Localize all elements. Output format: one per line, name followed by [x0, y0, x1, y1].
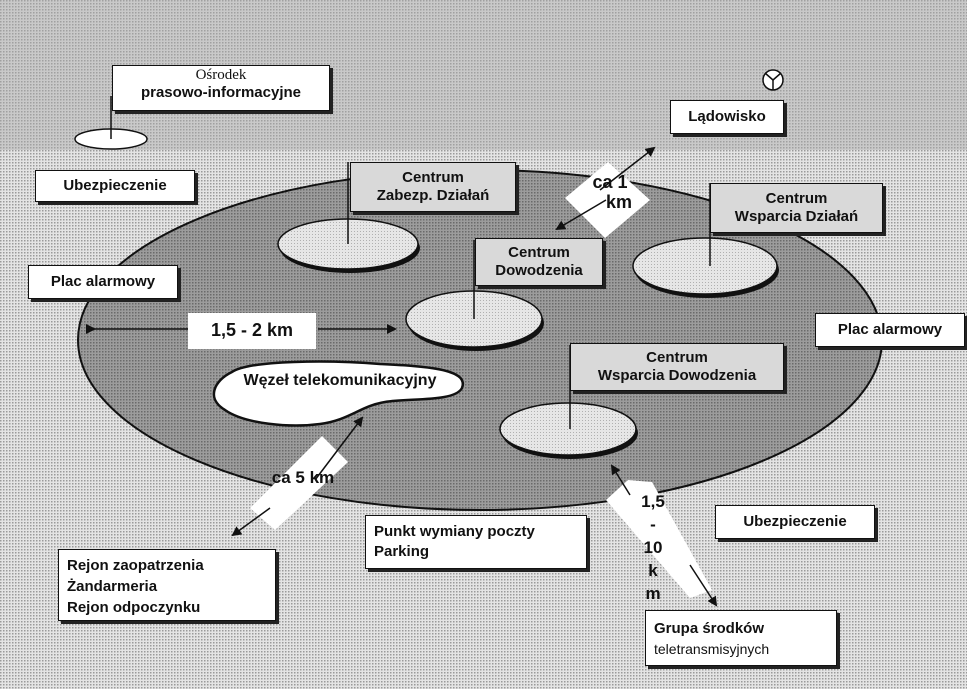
distance-1km-diamond — [565, 162, 650, 238]
security-top-label: Ubezpieczenie — [35, 170, 195, 202]
distance-10km-line: 10 — [643, 538, 663, 557]
support-ops-center-label: Centrum Zabezp. Działań — [350, 162, 516, 212]
distance-5km-label: ca 5 km — [271, 468, 335, 487]
telecom-arrow — [314, 416, 364, 481]
press-center-label: Ośrodek prasowo-informacyjne — [112, 65, 330, 111]
distance-1km-label: ca 1 km — [592, 172, 632, 212]
distance-10km-line: k — [648, 561, 658, 580]
command-support-center-label: Centrum Wsparcia Dowodzenia — [570, 343, 784, 391]
mail-parking-label: Punkt wymiany poczty Parking — [365, 515, 587, 569]
alarm-area-left-label: Plac alarmowy — [28, 265, 178, 299]
command-support-center-disc — [499, 345, 638, 459]
center-arrow — [610, 464, 631, 496]
alarm-area-right-label: Plac alarmowy — [815, 313, 965, 347]
ops-support-center-label: Centrum Wsparcia Działań — [710, 183, 883, 233]
command-center-disc — [405, 240, 544, 351]
distance-10km-band — [606, 480, 712, 598]
supply-area-label: Rejon zaopatrzenia Żandarmeria Rejon odp… — [58, 549, 276, 621]
security-bottom-label: Ubezpieczenie — [715, 505, 875, 539]
teletransmission-arrow — [689, 564, 718, 607]
telecom-node-blob — [212, 360, 465, 427]
distance-10km-line: m — [645, 584, 661, 603]
telecom-node-label: Węzeł telekomunikacyjny — [243, 372, 437, 389]
teletransmission-label: Grupa środków teletransmisyjnych — [645, 610, 837, 666]
distance-10km-line: 1,5 — [641, 492, 665, 511]
landing-arrow — [599, 146, 656, 191]
support-ops-center-disc — [277, 162, 420, 273]
helipad-icon — [762, 69, 784, 91]
distance-10km-line: - — [650, 515, 656, 534]
diameter-distance-label: 1,5 - 2 km — [188, 313, 316, 349]
ops-support-center-disc — [632, 183, 779, 298]
landing-site-label: Lądowisko — [670, 100, 784, 134]
distance-5km-band — [250, 436, 348, 530]
command-center-label: Centrum Dowodzenia — [475, 238, 603, 286]
supply-arrow — [231, 507, 271, 537]
command-arrow — [555, 199, 607, 231]
